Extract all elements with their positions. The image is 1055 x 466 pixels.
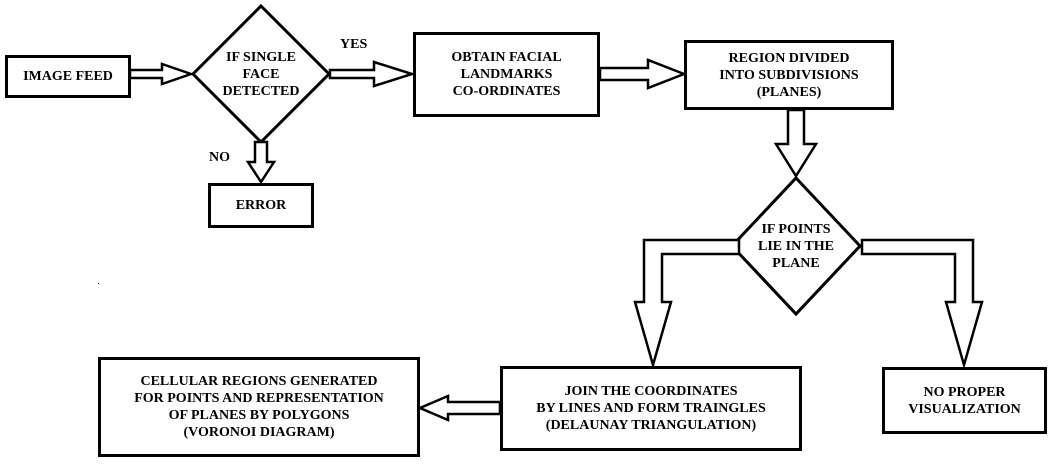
node-cellular-line: (VORONOI DIAGRAM)	[183, 425, 335, 440]
node-single-face-line: DETECTED	[222, 83, 300, 99]
node-no-proper: NO PROPER VISUALIZATION	[882, 367, 1047, 434]
node-error: ERROR	[208, 183, 314, 228]
node-join-line: JOIN THE COORDINATES	[564, 384, 738, 399]
arrow-image-feed-to-decision	[128, 62, 195, 86]
arrow-region-to-decision	[773, 108, 819, 179]
node-points-plane-line: IF POINTS	[761, 221, 831, 237]
arrow-decision-to-error	[245, 140, 277, 185]
node-region-line: REGION DIVIDED	[728, 50, 850, 66]
node-points-plane: IF POINTS LIE IN THE PLANE	[746, 216, 846, 276]
edge-label-yes: YES	[340, 37, 368, 52]
node-single-face-line: FACE	[242, 66, 280, 82]
node-error-line: ERROR	[235, 198, 287, 213]
node-region-line: (PLANES)	[756, 84, 822, 100]
node-cellular-line: OF PLANES BY POLYGONS	[168, 408, 350, 423]
edge-label-no: NO	[209, 150, 230, 165]
arrow-decision-to-landmarks	[328, 60, 417, 88]
node-no-proper-line: NO PROPER	[923, 384, 1006, 400]
node-join-line: BY LINES AND FORM TRAINGLES	[536, 401, 766, 416]
arrow-decision-to-no-proper	[860, 238, 984, 370]
node-landmarks-line: LANDMARKS	[460, 67, 553, 82]
stray-dot	[98, 283, 99, 284]
node-region-line: INTO SUBDIVISIONS	[719, 67, 859, 83]
decision-points-plane-diamond	[729, 175, 863, 317]
node-no-proper-line: VISUALIZATION	[908, 401, 1021, 417]
arrow-decision-to-join	[633, 238, 741, 370]
node-single-face-line: IF SINGLE	[226, 49, 296, 65]
node-cellular-line: FOR POINTS AND REPRESENTATION	[134, 391, 384, 406]
node-region: REGION DIVIDED INTO SUBDIVISIONS (PLANES…	[684, 40, 894, 110]
node-image-feed-line: IMAGE FEED	[23, 69, 113, 84]
node-cellular-line: CELLULAR REGIONS GENERATED	[140, 374, 378, 389]
node-single-face: IF SINGLE FACE DETECTED	[206, 44, 316, 104]
node-cellular: CELLULAR REGIONS GENERATED FOR POINTS AN…	[98, 357, 420, 457]
node-landmarks: OBTAIN FACIAL LANDMARKS CO-ORDINATES	[413, 32, 600, 117]
node-image-feed: IMAGE FEED	[5, 55, 131, 98]
arrow-join-to-cellular	[416, 394, 502, 422]
node-join-line: (DELAUNAY TRIANGULATION)	[545, 418, 757, 433]
node-join: JOIN THE COORDINATES BY LINES AND FORM T…	[500, 366, 802, 451]
node-landmarks-line: OBTAIN FACIAL	[451, 50, 562, 65]
node-points-plane-line: LIE IN THE	[758, 238, 834, 254]
arrow-landmarks-to-region	[598, 58, 688, 90]
node-landmarks-line: CO-ORDINATES	[452, 84, 561, 99]
node-points-plane-line: PLANE	[772, 255, 820, 271]
